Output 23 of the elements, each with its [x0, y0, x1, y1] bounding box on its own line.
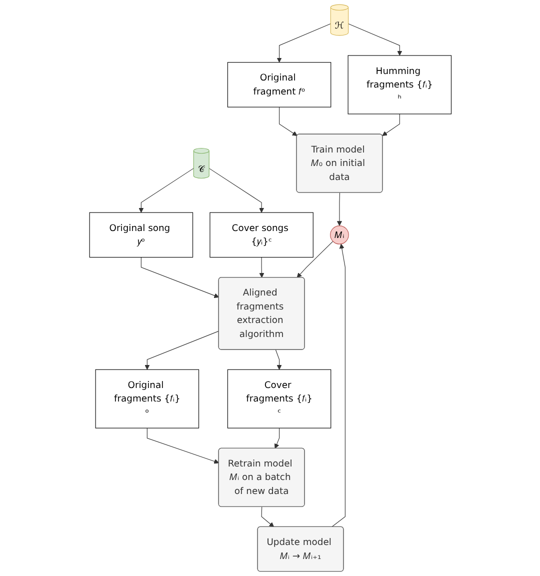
arrow	[146, 428, 219, 464]
arrow	[274, 428, 280, 449]
node-box: Humming fragments {𝑓ᵢ}ʰ	[347, 55, 452, 114]
node-box: Cover fragments {𝑓ᵢ}ᶜ	[226, 369, 331, 428]
arrow	[336, 192, 342, 226]
arrow	[278, 106, 297, 136]
arrow	[140, 257, 219, 298]
arrow	[348, 23, 402, 56]
node-box: Cover songs {𝑦ᵢ}ᶜ	[209, 212, 313, 258]
arrow	[138, 168, 194, 213]
arrow	[276, 23, 330, 63]
arrow	[208, 168, 264, 213]
arrow	[144, 330, 219, 370]
node-box: Original song 𝑦ᵒ	[88, 212, 193, 258]
arrow	[382, 114, 400, 136]
arrow	[260, 506, 274, 528]
node-circle: 𝑀ᵢ	[330, 226, 348, 244]
node-box: Original fragments {𝑓ᵢ}ᵒ	[94, 369, 199, 428]
arrow	[330, 244, 346, 528]
arrow	[258, 257, 264, 278]
arrow	[296, 241, 333, 278]
arrow	[275, 350, 282, 370]
node-box: Original fragment 𝑓ᵒ	[226, 62, 331, 108]
